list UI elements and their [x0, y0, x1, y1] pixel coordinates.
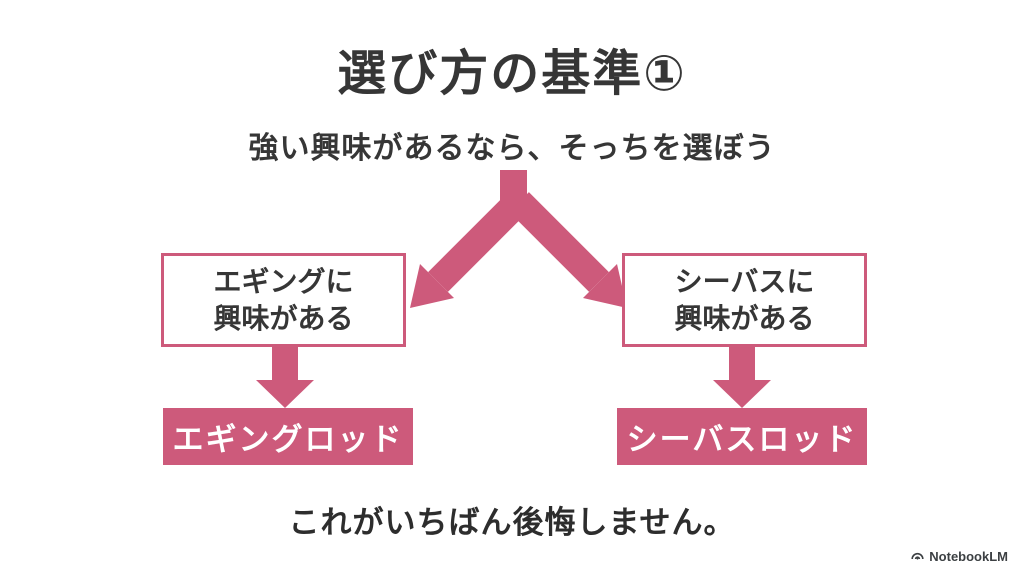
condition-right-line2: 興味がある	[674, 303, 815, 334]
result-box-left: エギングロッド	[163, 408, 413, 465]
condition-left-line1: エギングに	[213, 266, 354, 297]
condition-right-line1: シーバスに	[674, 266, 815, 297]
condition-box-left: エギングに 興味がある	[161, 253, 406, 347]
page-title: 選び方の基準①	[337, 47, 687, 101]
subtitle-text: 強い興味があるなら、そっちを選ぼう	[248, 132, 776, 165]
split-down-arrow-icon	[410, 170, 627, 308]
result-left-label: エギングロッド	[172, 422, 404, 457]
watermark-label: NotebookLM	[929, 549, 1008, 564]
result-right-label: シーバスロッド	[626, 422, 858, 457]
down-arrow-icon-right	[713, 346, 771, 408]
condition-left-line2: 興味がある	[213, 303, 354, 334]
down-arrow-icon-left	[256, 346, 314, 408]
result-box-right: シーバスロッド	[617, 408, 867, 465]
watermark: NotebookLM	[910, 549, 1008, 564]
footer-text: これがいちばん後悔しません。	[288, 505, 736, 540]
notebooklm-logo-icon	[911, 552, 924, 560]
condition-box-right: シーバスに 興味がある	[622, 253, 867, 347]
